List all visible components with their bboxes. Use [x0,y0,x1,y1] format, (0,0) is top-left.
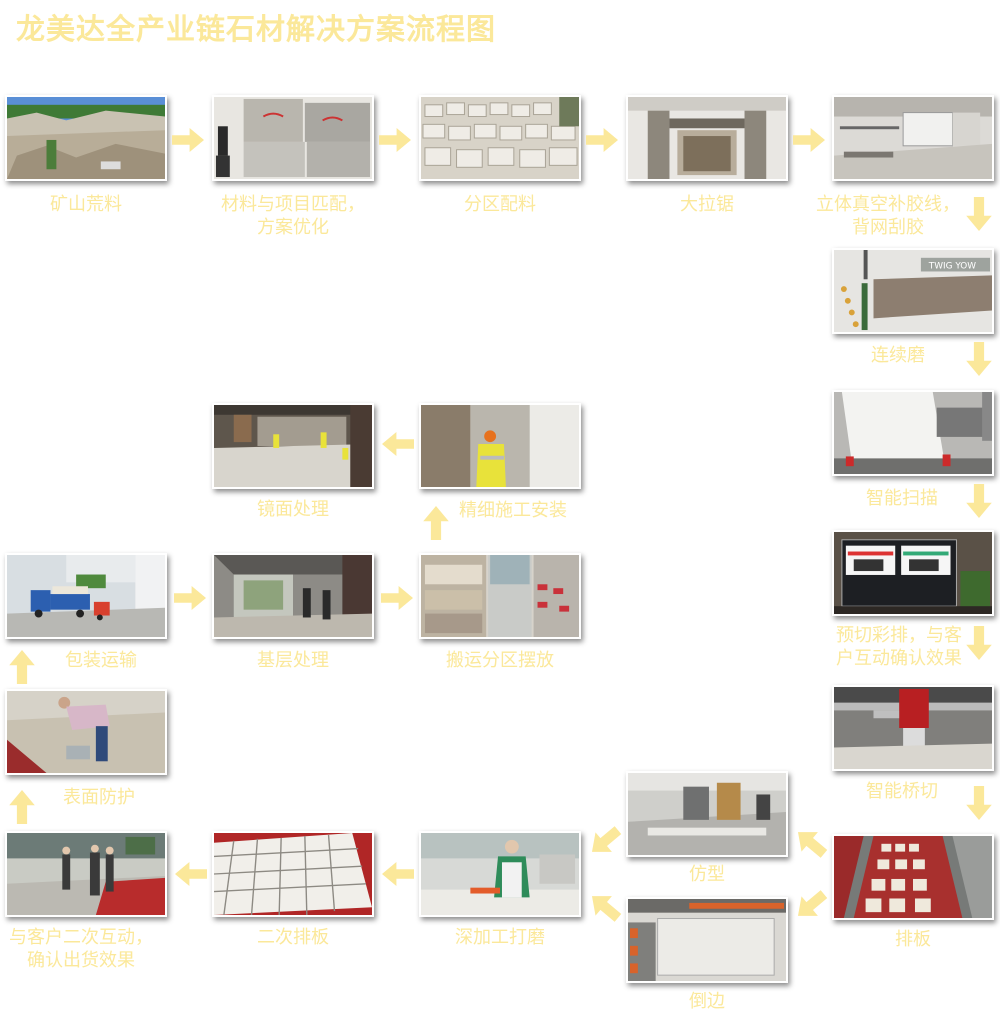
arrow-diagonal-up-left-2 [588,892,622,922]
label-continuous-polishing: 连续磨 [871,345,925,366]
photo-vacuum-glue-line [832,95,994,181]
label-edge-chamfering: 倒边 [689,991,725,1012]
label-zone-placement: 搬运分区摆放 [446,650,554,671]
photo-zone-batching [419,95,581,181]
label-fine-installation: 精细施工安装 [459,500,567,521]
photo-zone-placement [419,553,581,639]
label-vacuum-glue-line: 立体真空补胶线，背网刮胶 [816,194,960,238]
arrow-left-2 [175,861,207,887]
arrow-right-5 [174,585,206,611]
label-zone-batching: 分区配料 [464,194,536,215]
photo-material-matching [212,95,374,181]
label-surface-protection: 表面防护 [63,787,135,808]
arrow-right-4 [793,127,825,153]
photo-profiling [626,771,788,857]
photo-secondary-layout [212,831,374,917]
photo-gang-saw [626,95,788,181]
label-gang-saw: 大拉锯 [680,194,734,215]
photo-quarry [5,95,167,181]
photo-base-treatment [212,553,374,639]
photo-smart-scanning [832,390,994,476]
photo-packaging-transport [5,553,167,639]
label-base-treatment: 基层处理 [257,650,329,671]
photo-deep-processing [419,831,581,917]
label-packaging-transport: 包装运输 [65,650,137,671]
label-quarry: 矿山荒料 [50,194,122,215]
label-bridge-saw: 智能桥切 [866,781,938,802]
arrow-right-3 [586,127,618,153]
arrow-left-1 [382,861,414,887]
label-smart-scanning: 智能扫描 [866,488,938,509]
arrow-diagonal-up-left-1 [794,828,828,858]
arrow-down-1 [965,197,993,231]
label-deep-processing: 深加工打磨 [455,927,545,948]
label-profiling: 仿型 [689,864,725,885]
photo-bridge-saw [832,685,994,771]
photo-surface-protection [5,689,167,775]
page-title: 龙美达全产业链石材解决方案流程图 [16,12,497,46]
photo-slab-layout [832,834,994,920]
label-client-inspection: 与客户二次互动，确认出货效果 [9,927,153,971]
photo-client-inspection [5,831,167,917]
label-mirror-treatment: 镜面处理 [257,499,329,520]
arrow-up-3 [422,506,450,540]
arrow-up-2 [8,650,36,684]
arrow-left-3 [382,431,414,457]
photo-precut-preview [832,530,994,616]
label-slab-layout: 排板 [895,929,931,950]
arrow-right-1 [172,127,204,153]
arrow-diagonal-down-left-1 [794,890,828,920]
arrow-right-6 [381,585,413,611]
label-precut-preview: 预切彩排，与客户互动确认效果 [836,625,962,669]
arrow-diagonal-down-left-2 [588,826,622,856]
label-secondary-layout: 二次排板 [257,927,329,948]
arrow-down-2 [965,342,993,376]
arrow-down-4 [965,626,993,660]
photo-mirror-treatment [212,403,374,489]
photo-fine-installation [419,403,581,489]
photo-continuous-polishing: TWIG YOW [832,248,994,334]
machine-brand-text: TWIG YOW [928,262,977,272]
arrow-up-1 [8,790,36,824]
arrow-down-3 [965,484,993,518]
arrow-right-2 [379,127,411,153]
photo-edge-chamfering [626,897,788,983]
arrow-down-5 [965,786,993,820]
label-material-matching: 材料与项目匹配，方案优化 [221,194,365,238]
